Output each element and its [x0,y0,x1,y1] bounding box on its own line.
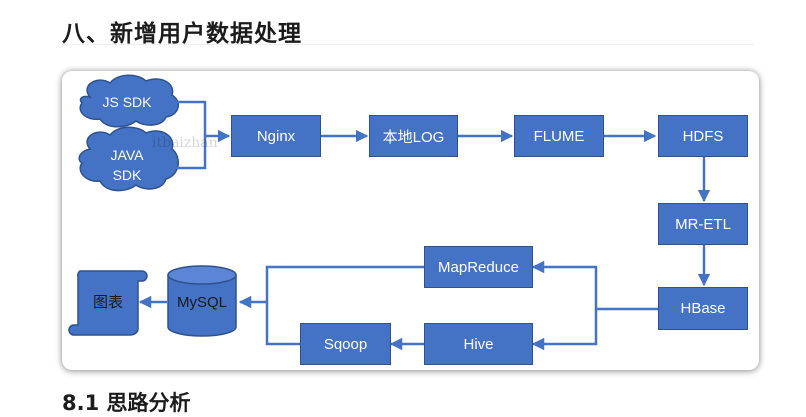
chart-scroll-shape [68,270,148,336]
edge-hbase-to-mapreduce [531,260,658,311]
node-hdfs: HDFS [658,115,748,157]
source-js-sdk: JS SDK [102,94,152,110]
page-title: 八、新增用户数据处理 [62,21,302,47]
title-divider [62,44,754,45]
diagram-panel: JS SDK JAVA SDK Nginx 本地LOG FLUME HDFS M… [62,71,759,370]
node-chart: 图表 [92,294,123,311]
edge-mapreduce-to-merge [265,265,424,302]
edge-js-sdk-to-merge [174,100,207,136]
source-java-sdk: JAVA SDK [110,147,144,183]
node-nginx: Nginx [231,115,321,157]
cloud-java-sdk-shape [78,126,179,192]
edge-sqoop-to-merge [265,302,300,346]
cloud-js-sdk-shape [79,74,179,128]
database-cylinder-shape [167,265,237,337]
edge-java-sdk-to-merge [174,136,207,170]
flow-diagram [68,74,711,351]
node-local-log: 本地LOG [369,115,458,157]
edge-hbase-to-hive [531,309,598,351]
node-hbase: HBase [658,287,748,330]
connectors [138,100,711,351]
next-section-heading: 8.1 思路分析 [62,391,191,415]
node-mr-etl: MR-ETL [658,203,748,245]
node-flume: FLUME [514,115,604,157]
watermark-text: itbaizhan [152,135,218,151]
node-mapreduce: MapReduce [424,246,533,288]
node-mysql: MySQL [176,294,227,311]
node-hive: Hive [424,323,533,365]
node-sqoop: Sqoop [300,323,391,365]
